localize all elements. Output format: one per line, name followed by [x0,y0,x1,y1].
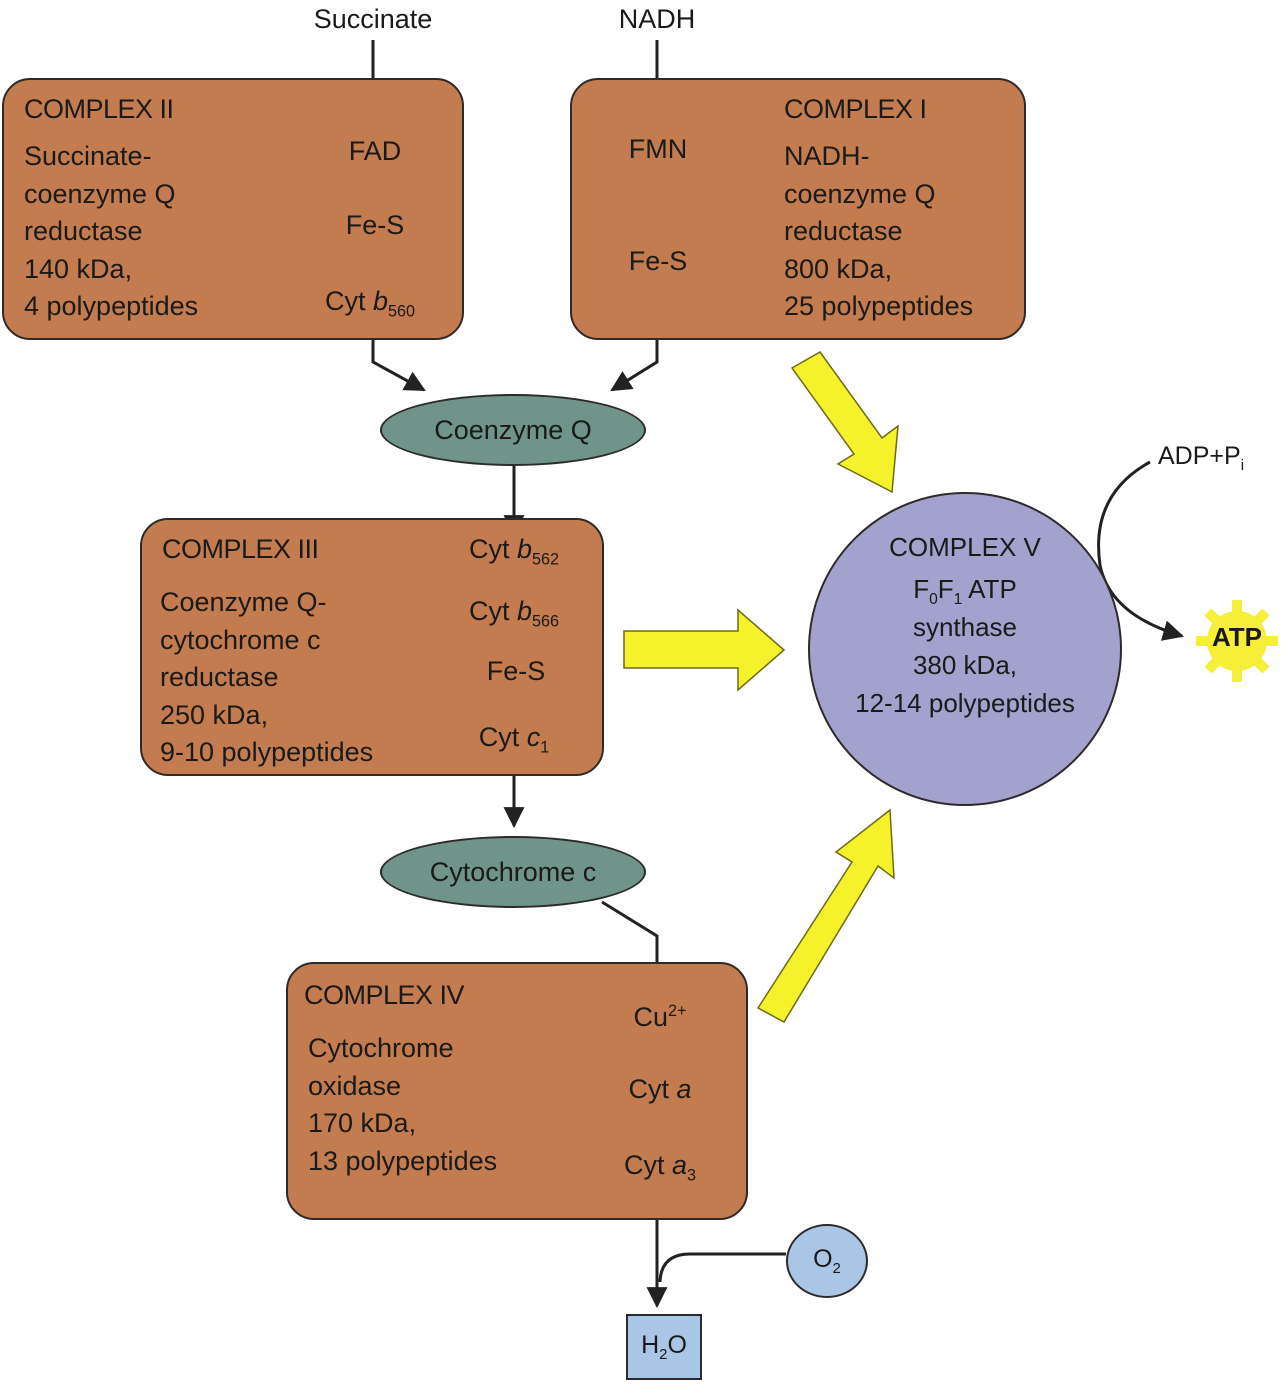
complex-ii-box: COMPLEX II Succinate- coenzyme Q reducta… [2,78,464,340]
complex-i-fmn: FMN [628,134,688,164]
nadh-label: NADH [618,4,696,34]
adp-pi-label: ADP+Pi [1158,442,1245,474]
complex-iv-description: Cytochrome oxidase 170 kDa, 13 polypepti… [308,1033,498,1176]
complex-iii-title: COMPLEX III [162,534,319,564]
succinate-label: Succinate [313,4,433,34]
complex-i-description: NADH- coenzyme Q reductase 800 kDa, 25 p… [784,141,974,321]
complex-iv-cyt-a3: Cyt a3 [623,1150,697,1185]
cytochrome-c-label: Cytochrome c [429,856,597,887]
complex-ii-fes: Fe-S [345,210,405,240]
energy-arrow-from-complex-iii [623,608,786,692]
complex-iii-fes: Fe-S [486,656,546,686]
complex-iv-cu2: Cu2+ [633,1002,687,1032]
complex-v-synthase: synthase [912,612,1018,642]
complex-iii-box: COMPLEX III Coenzyme Q- cytochrome c red… [140,518,604,776]
complex-iii-description: Coenzyme Q- cytochrome c reductase 250 k… [160,587,374,767]
complex-i-fes: Fe-S [628,246,688,276]
atp-burst-icon [1196,600,1278,682]
complex-v-f0f1: F0F1 ATP [913,574,1017,609]
water-box: H2O [626,1314,702,1380]
arrow-o2-h2o [658,1252,786,1283]
oxygen-circle: O2 [786,1224,868,1298]
complex-iii-cyt-c1: Cyt c1 [478,722,550,757]
complex-ii-cyt-b560: Cyt b560 [324,286,416,321]
coenzyme-q-label: Coenzyme Q [434,414,592,445]
complex-ii-description: Succinate- coenzyme Q reductase 140 kDa,… [24,141,199,321]
complex-iv-box: COMPLEX IV Cytochrome oxidase 170 kDa, 1… [286,962,748,1220]
arrow-adp-atp [1097,460,1185,641]
complex-iv-title: COMPLEX IV [304,980,465,1010]
complex-iii-cyt-b566: Cyt b566 [468,596,560,631]
atp-label: ATP [1211,622,1263,652]
complex-v-mass: 380 kDa, [912,650,1018,680]
complex-v-circle: COMPLEX V F0F1 ATP synthase 380 kDa, 12-… [808,492,1122,806]
o2-label: O2 [813,1245,841,1277]
energy-arrow-from-complex-i [790,351,899,494]
h2o-label: H2O [641,1331,687,1363]
coenzyme-q-carrier: Coenzyme Q [380,394,646,466]
complex-i-box: COMPLEX I NADH- coenzyme Q reductase 800… [570,78,1026,340]
complex-v-title: COMPLEX V [889,532,1041,562]
complex-ii-title: COMPLEX II [24,94,174,124]
complex-iii-cyt-b562: Cyt b562 [468,534,560,569]
complex-ii-fad: FAD [348,136,402,166]
cytochrome-c-carrier: Cytochrome c [380,836,646,908]
complex-i-title: COMPLEX I [784,94,927,124]
energy-arrow-from-complex-iv [756,808,895,1023]
complex-iv-cyt-a: Cyt a [628,1074,692,1104]
complex-v-polypeptides: 12-14 polypeptides [855,688,1075,718]
